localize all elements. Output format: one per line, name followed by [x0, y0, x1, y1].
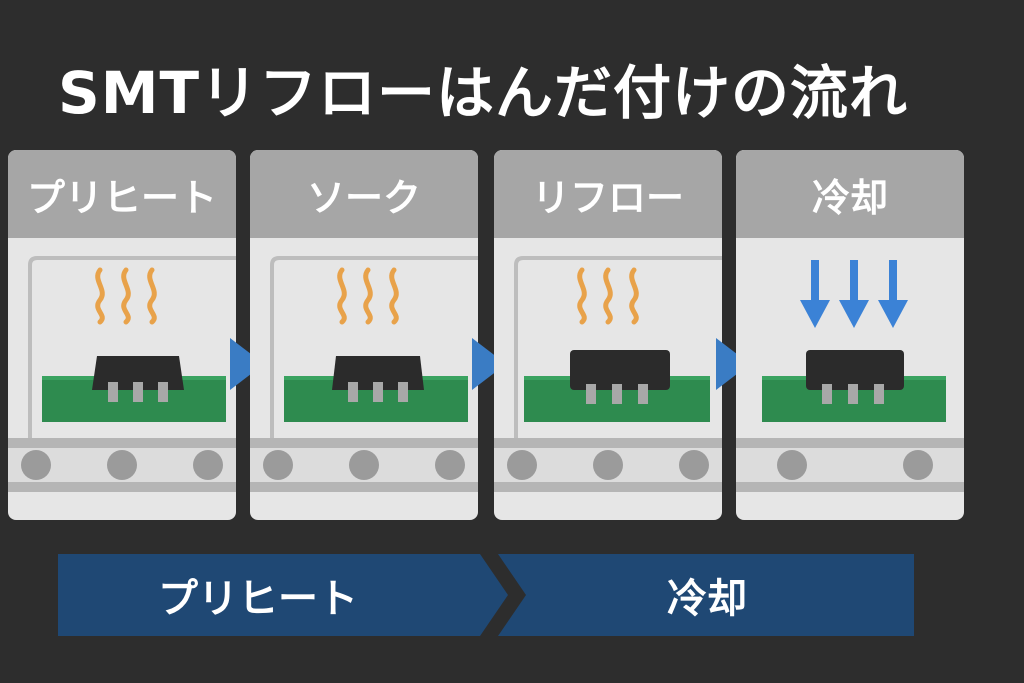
chip-icon [332, 356, 424, 402]
step-arrow-icon [472, 338, 506, 390]
roller-icon [193, 450, 223, 480]
roller-icon [107, 450, 137, 480]
stage-label: 冷却 [736, 150, 964, 238]
roller-icon [21, 450, 51, 480]
page-title: SMTリフローはんだ付けの流れ [58, 59, 909, 127]
reflow-illustration [494, 256, 722, 492]
roller-icon [593, 450, 623, 480]
heat-waves-icon [337, 267, 399, 325]
roller-icon [679, 450, 709, 480]
heat-waves-icon [577, 267, 639, 325]
stage-preheat: プリヒート [8, 150, 236, 520]
cooling-illustration [736, 260, 964, 492]
roller-icon [435, 450, 465, 480]
chip-icon [92, 356, 184, 402]
preheat-illustration [8, 256, 236, 492]
heat-waves-icon [95, 267, 157, 325]
roller-icon [263, 450, 293, 480]
stage-label: ソーク [250, 150, 478, 238]
step-arrow-icon [716, 338, 750, 390]
phase-bar-right-label: 冷却 [667, 576, 747, 622]
stage-soak: ソーク [250, 150, 478, 520]
roller-icon [349, 450, 379, 480]
roller-icon [507, 450, 537, 480]
soak-illustration [250, 256, 478, 492]
chip-icon [806, 350, 904, 404]
step-arrow-icon [230, 338, 264, 390]
stage-cooling: 冷却 [736, 150, 964, 520]
chip-icon [570, 350, 670, 404]
phase-bar-left-label: プリヒート [158, 576, 358, 622]
stage-label: プリヒート [8, 150, 236, 238]
phase-bar [58, 554, 914, 636]
stage-reflow: リフロー [494, 150, 722, 520]
roller-icon [777, 450, 807, 480]
cooling-arrows-icon [800, 260, 908, 328]
roller-icon [903, 450, 933, 480]
stage-label: リフロー [494, 150, 722, 238]
